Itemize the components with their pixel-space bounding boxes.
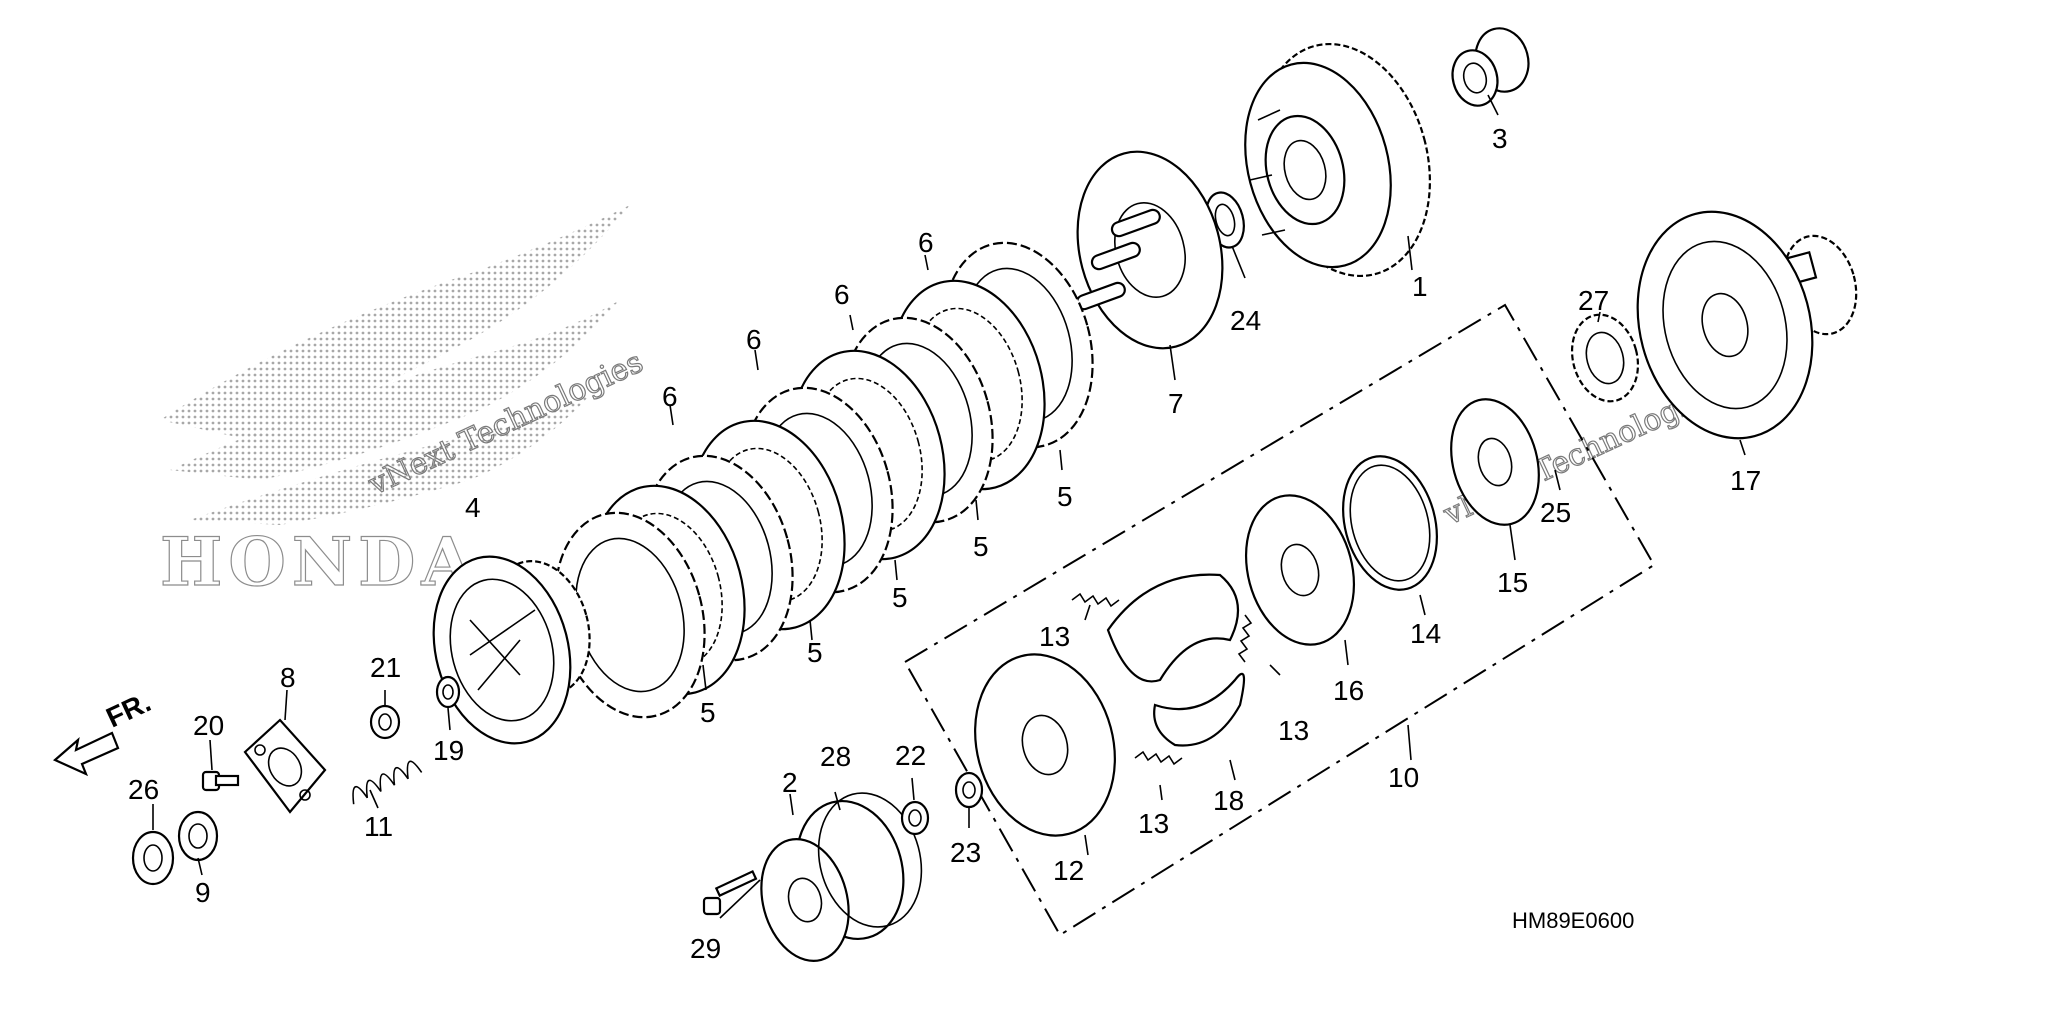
- callout-10: 10: [1388, 762, 1419, 793]
- leader-lines: [152, 94, 1746, 919]
- svg-text:HONDA: HONDA: [160, 523, 479, 601]
- callout-6: 6: [834, 279, 850, 310]
- callout-13: 13: [1138, 808, 1169, 839]
- callout-23: 23: [950, 837, 981, 868]
- callout-9: 9: [195, 877, 211, 908]
- washer-23: [954, 771, 984, 809]
- callout-22: 22: [895, 740, 926, 771]
- callout-1: 1: [1412, 271, 1428, 302]
- bearing-9: [177, 810, 219, 862]
- washer-19: [435, 675, 461, 709]
- callout-29: 29: [690, 933, 721, 964]
- callout-21: 21: [370, 652, 401, 683]
- spring-13-top: [1071, 592, 1120, 608]
- nut-21: [369, 704, 401, 740]
- callout-28: 28: [820, 741, 851, 772]
- o-ring-28: [817, 792, 923, 928]
- callout-27: 27: [1578, 285, 1609, 316]
- callout-5: 5: [973, 531, 989, 562]
- callout-20: 20: [193, 710, 224, 741]
- callout-6: 6: [746, 324, 762, 355]
- collar: [1451, 27, 1530, 107]
- callout-17: 17: [1730, 465, 1761, 496]
- callout-6: 6: [662, 381, 678, 412]
- watermark-logo: HONDA: [159, 205, 630, 602]
- diagram-code: HM89E0600: [1512, 908, 1634, 933]
- callout-4: 4: [465, 492, 481, 523]
- clutch-center: [432, 555, 591, 745]
- bearing-26: [131, 830, 175, 886]
- callout-25: 25: [1540, 497, 1571, 528]
- spring-13-bottom: [1134, 750, 1183, 766]
- spring-11: [352, 760, 423, 805]
- drive-plate-12: [974, 653, 1116, 837]
- callout-7: 7: [1168, 388, 1184, 419]
- spring-13-right: [1237, 614, 1253, 663]
- callout-11: 11: [364, 811, 393, 842]
- side-plate-16: [1244, 494, 1356, 646]
- callout-6: 6: [918, 227, 934, 258]
- callout-5: 5: [807, 637, 823, 668]
- callout-18: 18: [1213, 785, 1244, 816]
- callout-19: 19: [433, 735, 464, 766]
- bearing-27: [1570, 313, 1640, 403]
- callout-3: 3: [1492, 123, 1508, 154]
- lifter-plate: [243, 718, 327, 814]
- callout-14: 14: [1410, 618, 1441, 649]
- nut-22: [900, 800, 930, 836]
- callout-16: 16: [1333, 675, 1364, 706]
- fr-label: FR.: [101, 686, 155, 733]
- clutch-outer: [1244, 42, 1431, 278]
- assembly-boundary: [903, 303, 1656, 937]
- callout-8: 8: [280, 662, 296, 693]
- ring-14: [1342, 455, 1438, 591]
- callout-labels: 1 2 3 4 5 5 5 5 5 6 6 6 6 7 8 9 10 11 12…: [128, 123, 1761, 964]
- front-direction-arrow: FR.: [52, 686, 155, 777]
- bolt-20: [201, 770, 240, 792]
- clutch-drum-17: [1636, 210, 1858, 440]
- callout-5: 5: [700, 697, 716, 728]
- pressure-plate: [1075, 150, 1224, 350]
- callout-24: 24: [1230, 305, 1261, 336]
- callout-2: 2: [782, 767, 798, 798]
- callout-5: 5: [1057, 481, 1073, 512]
- bolt-29: [702, 870, 758, 916]
- callout-15: 15: [1497, 567, 1528, 598]
- callout-13: 13: [1278, 715, 1309, 746]
- clutch-shoe-18: [1106, 573, 1246, 747]
- plate-15: [1450, 398, 1540, 526]
- drive-cover-2: [760, 799, 905, 962]
- callout-12: 12: [1053, 855, 1084, 886]
- clutch-disc-stack: [554, 241, 1094, 719]
- callout-13: 13: [1039, 621, 1070, 652]
- callout-26: 26: [128, 774, 159, 805]
- callout-5: 5: [892, 582, 908, 613]
